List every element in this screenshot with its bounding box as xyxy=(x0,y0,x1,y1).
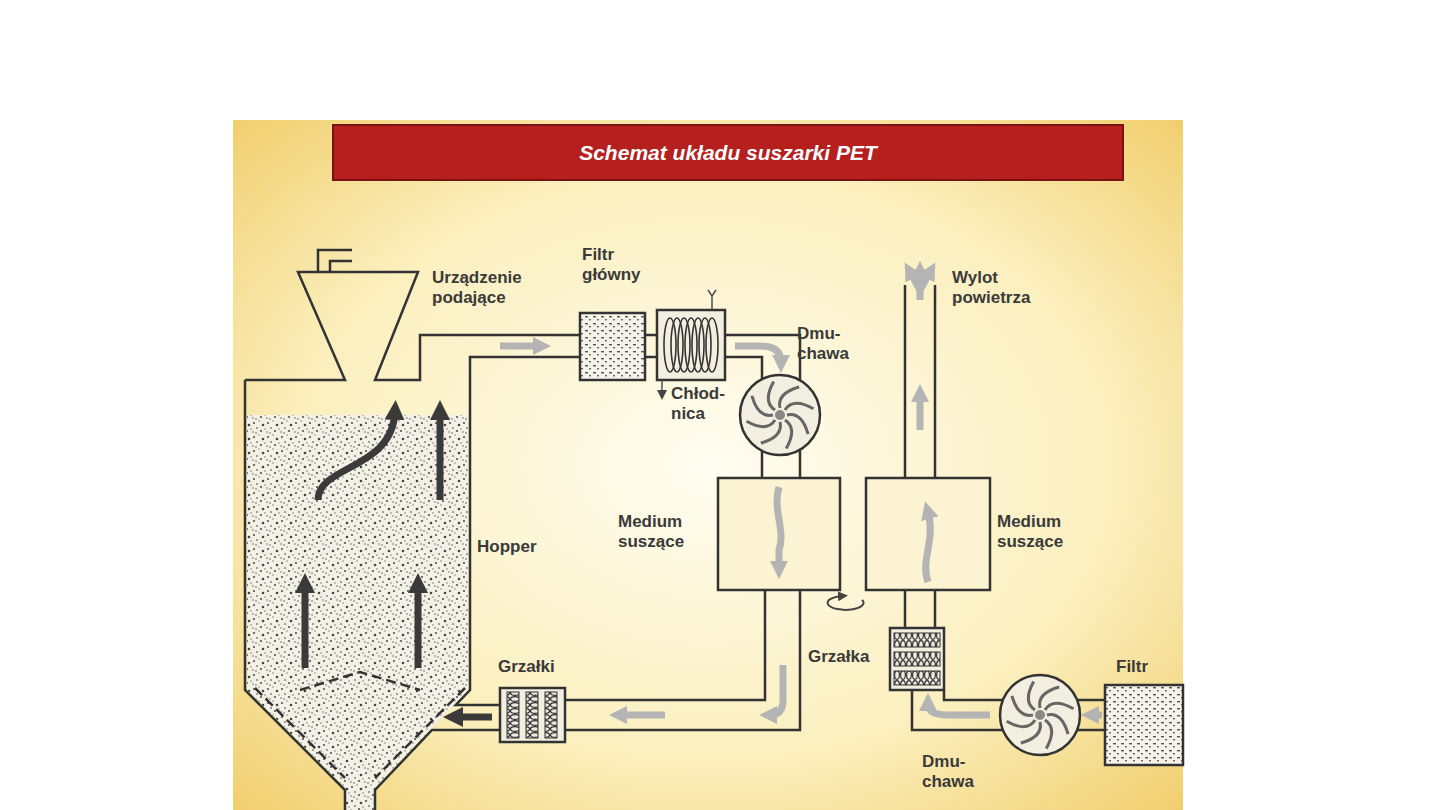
duct xyxy=(725,335,800,380)
coolant-in xyxy=(708,290,716,310)
cone-screen xyxy=(255,688,465,778)
desiccant-bed xyxy=(866,478,990,590)
diagram-title: Schemat układu suszarki PET xyxy=(333,125,1123,180)
fan-blade xyxy=(1028,682,1035,710)
heater-coil xyxy=(507,692,519,738)
coil-turn xyxy=(699,318,711,372)
heater xyxy=(890,628,944,690)
part-label: Medium suszące xyxy=(618,512,710,553)
heater-coil xyxy=(526,692,538,738)
duct xyxy=(912,690,1003,730)
blower-housing xyxy=(1000,675,1080,755)
cooler-coil xyxy=(664,318,718,372)
title-banner xyxy=(333,125,1123,180)
cone-screen xyxy=(300,672,420,690)
granules xyxy=(247,415,468,810)
hopper-wall xyxy=(456,357,580,705)
fan-blade xyxy=(1045,720,1052,748)
fan-blade xyxy=(785,420,792,448)
part-label: Filtr xyxy=(1116,657,1148,677)
flow-arrow xyxy=(777,487,781,568)
part-label: Wylot powietrza xyxy=(952,268,1044,309)
flow-arrow xyxy=(770,665,783,715)
flow-arrow xyxy=(928,704,990,715)
fan-blade xyxy=(1007,720,1035,727)
feeder xyxy=(245,272,580,380)
fan-blade xyxy=(747,420,775,427)
heater xyxy=(500,688,565,742)
panel-ground xyxy=(233,120,1183,810)
heater-coil xyxy=(894,652,940,666)
coil-turn xyxy=(664,318,676,372)
part-label: Filtr główny xyxy=(582,245,648,286)
flow-arrow xyxy=(926,512,931,582)
exhaust-duct xyxy=(905,285,935,478)
coil-turn xyxy=(671,318,683,372)
process-airflow xyxy=(500,272,1102,715)
heater-coil xyxy=(545,692,557,738)
coil-turn xyxy=(706,318,718,372)
intake-filter xyxy=(1105,685,1183,765)
cooler xyxy=(657,310,725,380)
coil-turn xyxy=(685,318,697,372)
part-label: Medium suszące xyxy=(997,512,1089,553)
blower-housing xyxy=(740,375,820,455)
fan-blade xyxy=(1045,703,1073,710)
flow-arrow xyxy=(415,585,422,668)
flow-arrow xyxy=(735,346,781,362)
part-label: Hopper xyxy=(477,537,537,557)
part-label: Dmu- chawa xyxy=(797,324,855,365)
part-label: Grzałka xyxy=(808,647,869,667)
flow-arrow xyxy=(1092,712,1102,719)
fan-blades xyxy=(747,382,1074,749)
coolant-out xyxy=(661,380,662,394)
rotation-symbol xyxy=(828,596,864,610)
flow-arrow xyxy=(920,272,930,290)
duct xyxy=(565,590,800,730)
flow-arrow xyxy=(302,585,309,668)
duct xyxy=(905,590,935,628)
feeder-pipe xyxy=(318,250,352,272)
fan-blade xyxy=(785,403,813,410)
hopper-airflow xyxy=(305,412,492,717)
main-filter xyxy=(580,313,645,380)
coil-turn xyxy=(678,318,690,372)
part-label: Dmu- chawa xyxy=(922,752,980,793)
part-label: Urządzenie podające xyxy=(432,268,544,309)
perforated-cone xyxy=(255,672,465,778)
duct xyxy=(645,335,657,357)
heater-coil xyxy=(894,671,940,685)
fan-blade xyxy=(768,382,775,410)
heater-coil xyxy=(894,633,940,647)
part-label: Grzałki xyxy=(498,657,555,677)
flow-arrow xyxy=(437,412,444,500)
coil-turn xyxy=(692,318,704,372)
flow-arrow xyxy=(455,714,492,721)
part-label: Chłod- nica xyxy=(671,384,729,425)
desiccant-bed xyxy=(718,478,840,590)
flow-arrow xyxy=(500,343,540,350)
hopper-wall xyxy=(375,730,500,810)
flow-arrow xyxy=(917,395,924,430)
duct-walls xyxy=(245,250,1105,810)
fan-hub xyxy=(1035,710,1045,720)
hopper-wall xyxy=(245,380,345,810)
flow-arrow xyxy=(620,712,665,719)
fan-hub xyxy=(775,410,785,420)
flow-arrow xyxy=(318,412,395,500)
